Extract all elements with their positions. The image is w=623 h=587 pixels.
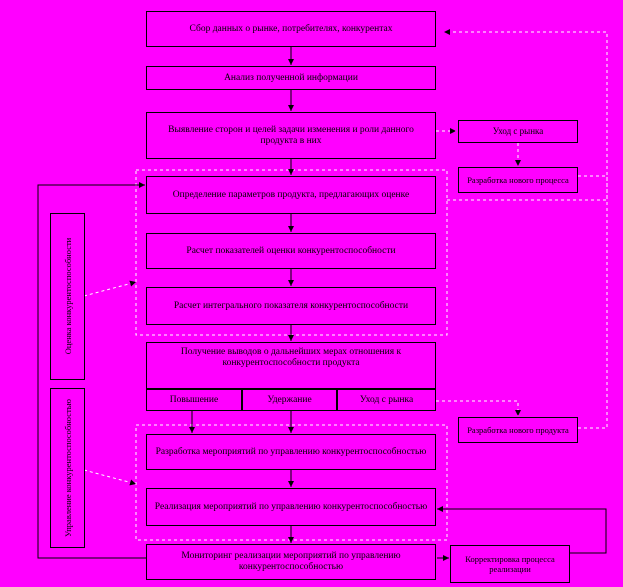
arrow-o3-newprod bbox=[430, 400, 521, 416]
arrow-return-top bbox=[444, 29, 608, 429]
link-mgmt-label bbox=[83, 469, 137, 486]
option-exit-label: Уход с рынка bbox=[359, 394, 414, 405]
evaluation-side-panel bbox=[50, 213, 85, 380]
side-new-product: Разработка нового продукта bbox=[458, 417, 578, 443]
link-eval-label bbox=[83, 280, 137, 297]
side-exit-market: Уход с рынка bbox=[458, 120, 578, 143]
management-side-panel bbox=[50, 388, 85, 548]
arrow-newtop-back bbox=[447, 175, 608, 201]
step-indicators: Расчет показателей оценки конкурентоспос… bbox=[146, 233, 436, 269]
arrow-correction-s9 bbox=[437, 506, 607, 554]
step-goals: Выявление сторон и целей задачи изменени… bbox=[146, 112, 436, 159]
step-develop-measures: Разработка мероприятий по управлению кон… bbox=[146, 434, 436, 470]
step-integral: Расчет интегрального показателя конкурен… bbox=[146, 287, 436, 325]
side-new-process: Разработка нового процесса bbox=[458, 167, 578, 193]
step-monitoring: Мониторинг реализации мероприятий по упр… bbox=[146, 544, 436, 580]
side-correction: Корректировка процесса реализации bbox=[450, 545, 570, 583]
step-parameters: Определение параметров продукта, предлаг… bbox=[146, 176, 436, 214]
step-conclusions: Получение выводов о дальнейших мерах отн… bbox=[146, 342, 436, 389]
option-retain-label: Удержание bbox=[267, 394, 312, 405]
option-exit: Уход с рынка bbox=[337, 389, 436, 411]
option-retain: Удержание bbox=[242, 389, 337, 411]
evaluation-side-label: Оценка конкурентоспособности bbox=[63, 237, 73, 355]
step-implement-measures: Реализация мероприятий по управлению кон… bbox=[146, 488, 436, 526]
management-group-frame bbox=[135, 424, 448, 541]
option-increase: Повышение bbox=[146, 389, 242, 411]
option-increase-label: Повышение bbox=[169, 394, 219, 405]
arrow-loop-left bbox=[37, 182, 146, 559]
step-analysis: Анализ полученной информации bbox=[146, 66, 436, 90]
management-side-label: Управление конкурентоспособностью bbox=[63, 399, 73, 538]
step-data-collection: Сбор данных о рынке, потребителях, конку… bbox=[146, 11, 436, 47]
